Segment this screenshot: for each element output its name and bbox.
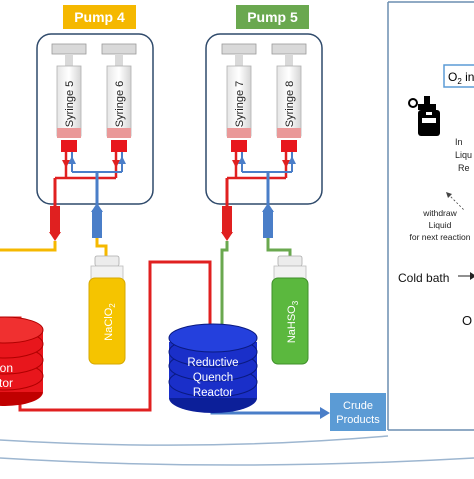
pump-5-frame [205,33,323,205]
syringe-8: Syringe 8 [271,43,307,152]
syringe-6: Syringe 6 [101,43,137,152]
right-fragment-2: Liqu [455,150,472,160]
crude-products-label-2: Products [336,414,380,426]
pump-4-label-box [63,5,136,29]
svg-text:O2 in: O2 in [448,70,474,86]
right-fragment-3: Re [458,163,470,173]
syringe-6-label: Syringe 6 [114,81,126,127]
cold-bath-label: Cold bath [398,271,449,285]
bottle-naclo2-label: NaClO2 [103,303,117,341]
withdraw-line-2: Liquid [429,220,452,230]
oxidation-reactor-label-1: ation [0,361,13,375]
quench-reactor-label-3: Reactor [193,387,233,399]
crude-products-box: Crude Products [330,393,386,431]
quench-reactor-label-1: Reductive [187,357,238,369]
oxidation-reactor: ation ctor [0,316,44,406]
right-bottom-fragment: O [462,313,472,328]
o2-inlet-label: O2 in [443,64,474,88]
syringe-7-label: Syringe 7 [234,81,246,127]
syringe-5-label: Syringe 5 [64,81,76,127]
syringe-5: Syringe 5 [51,43,87,152]
bottle-nahso3-label: NaHSO3 [286,300,300,343]
oxidation-reactor-label-2: ctor [0,376,13,390]
withdraw-line-1: withdraw [422,208,457,218]
right-fragment-1: In [455,137,463,147]
pump-4-valves [49,152,126,241]
bottle-naclo2: NaClO2 [88,255,126,365]
crude-products-label-1: Crude [343,400,373,412]
o2-cylinder [408,96,440,136]
pump-5-label: Pump 5 [247,9,298,25]
withdraw-annotation: withdraw Liquid for next reaction [410,192,471,242]
syringe-8-label: Syringe 8 [284,81,296,127]
withdraw-line-3: for next reaction [410,232,471,242]
pump-5-label-box [236,5,309,29]
pump-4-frame [36,33,154,205]
pump-5-valves [221,152,296,241]
pump-4-label: Pump 4 [74,9,125,25]
bottle-nahso3: NaHSO3 [271,255,309,365]
right-panel [387,1,474,431]
quench-reactor-label-2: Quench [193,372,233,384]
pump-4: Pump 4 Syringe 5 Syringe 6 [36,5,154,241]
syringe-7: Syringe 7 [221,43,257,152]
pump-5: Pump 5 Syringe 7 Syringe 8 [205,5,323,241]
reductive-quench-reactor: Reductive Quench Reactor [168,323,258,413]
